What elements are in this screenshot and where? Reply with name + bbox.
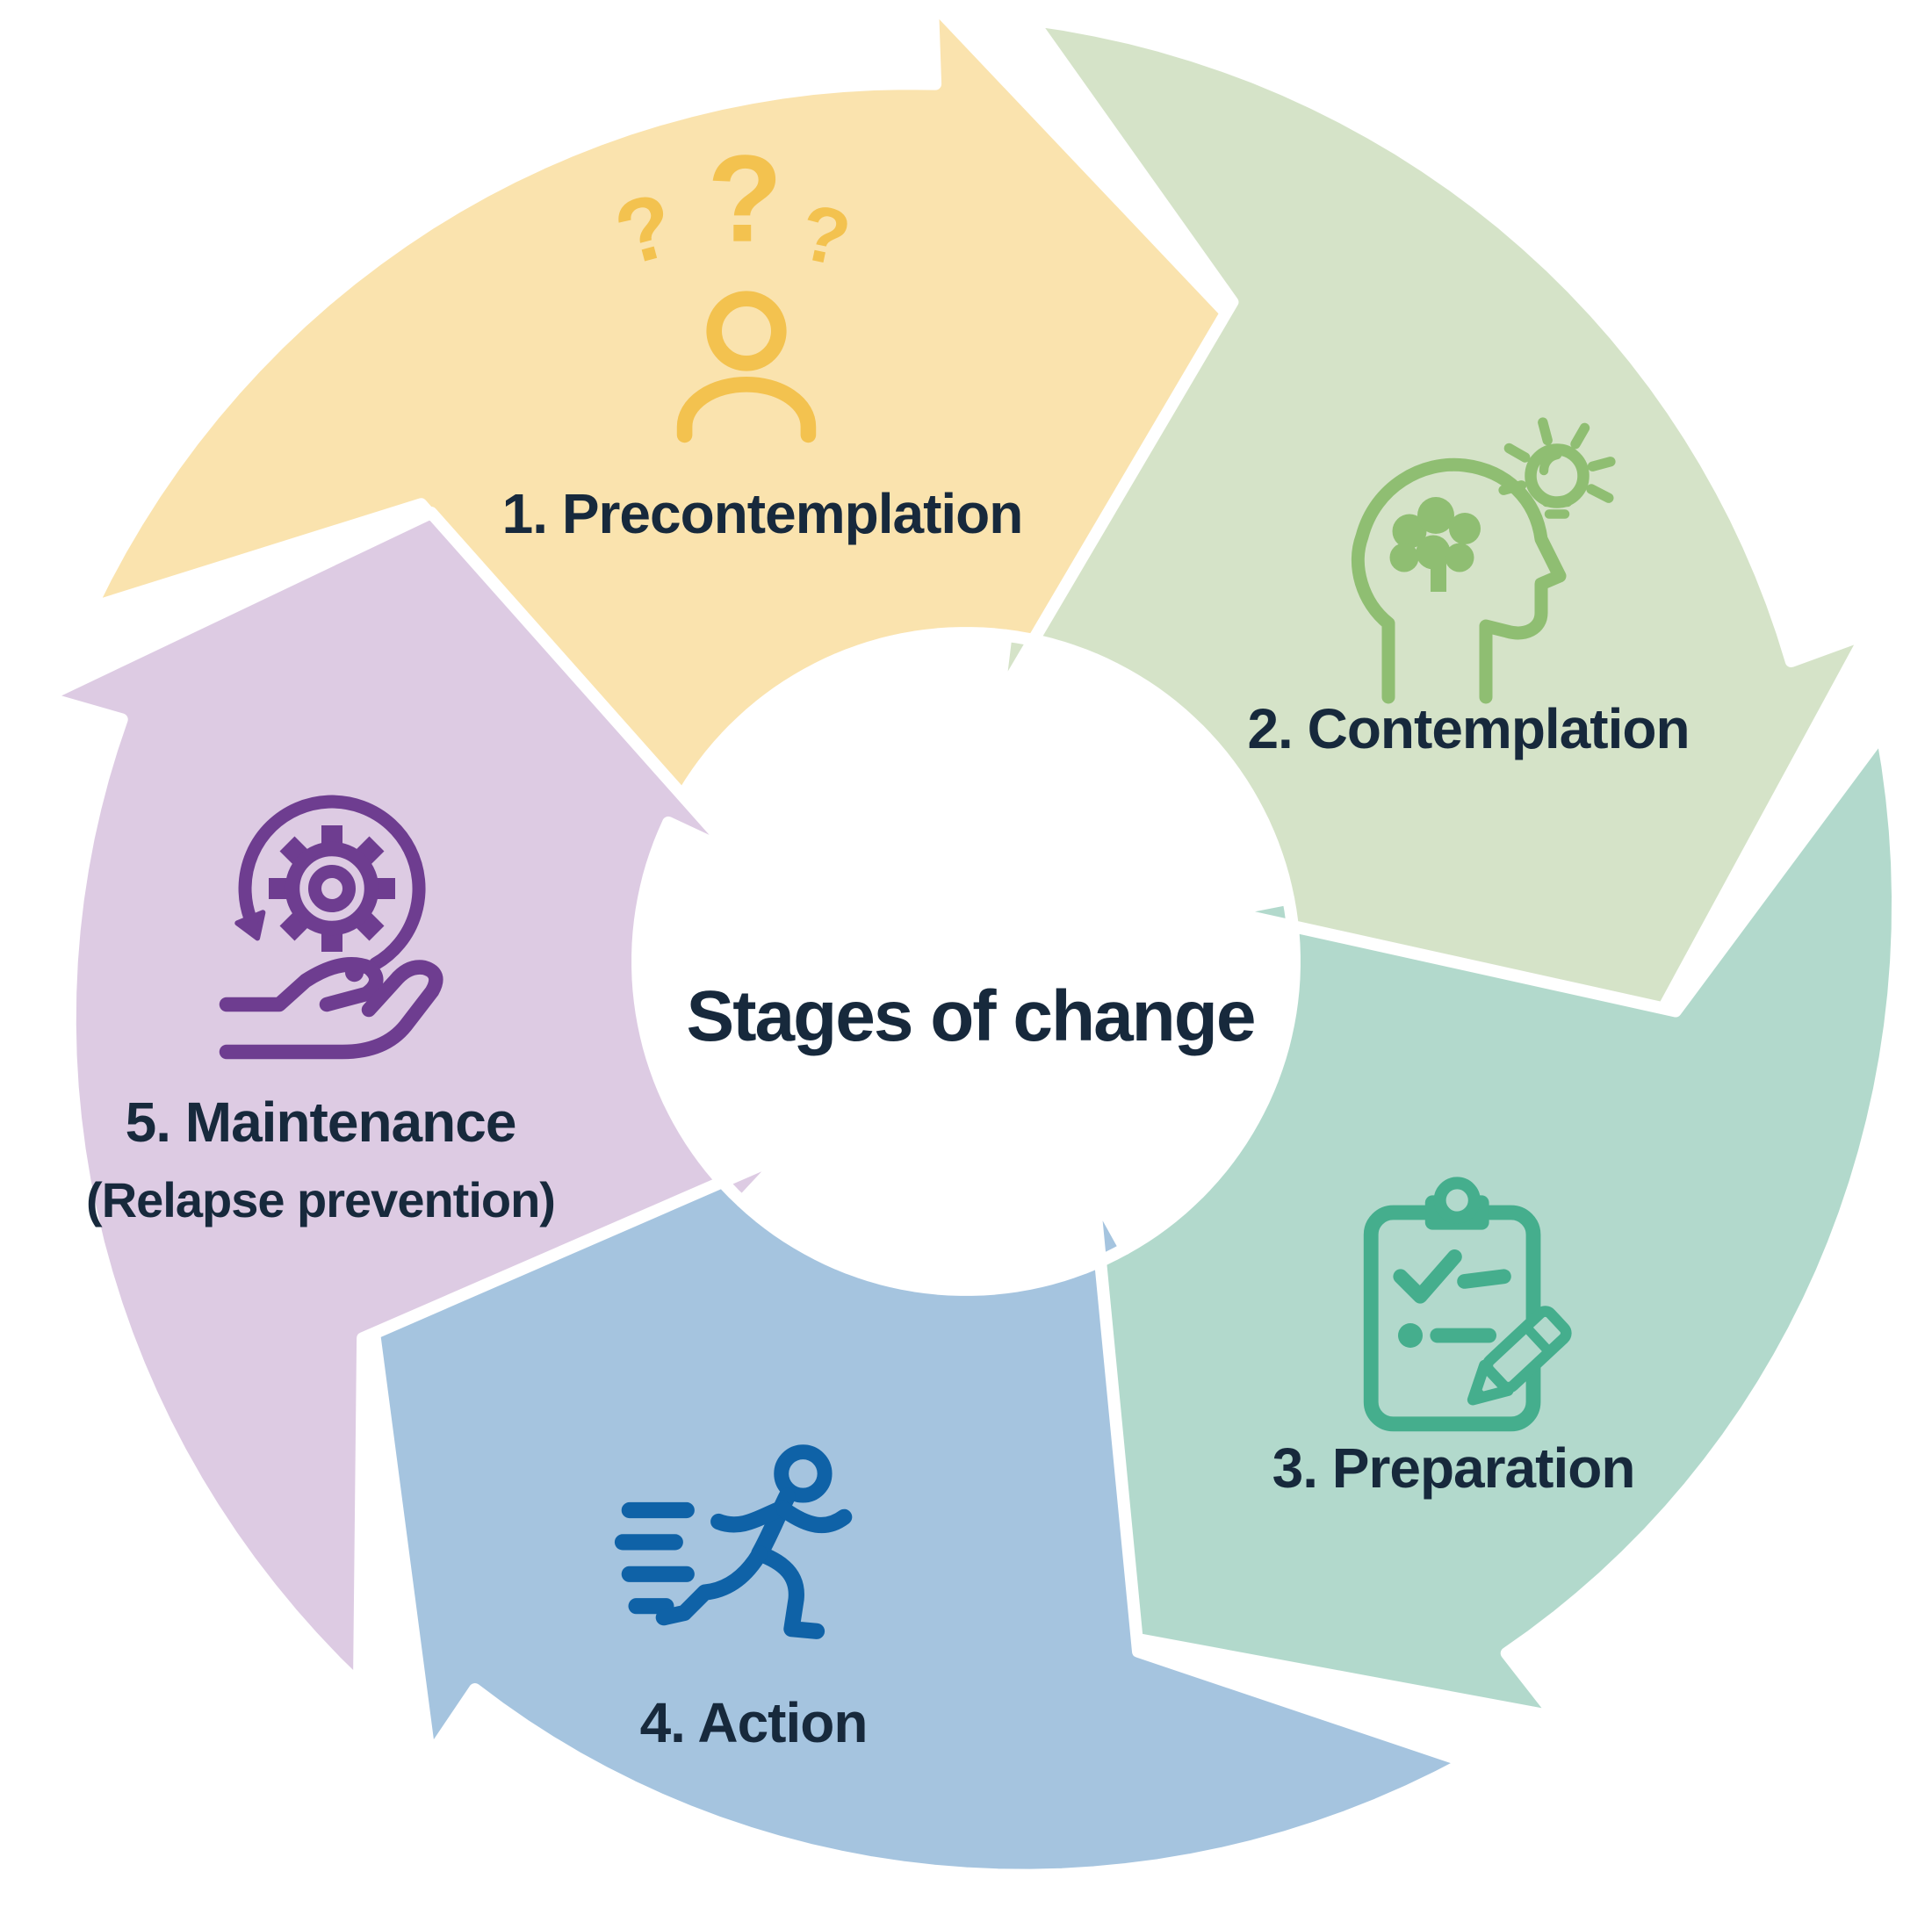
segment-maintenance [38,507,793,1691]
gear-shape [269,825,395,952]
clipboard-checklist-pencil-icon [1363,1177,1572,1432]
stage-label-contemplation: 2. Contemplation [1247,697,1689,760]
brain-shape [1389,497,1481,592]
running-person-icon [614,1444,853,1639]
segment-ring [38,0,1904,1882]
stage-label-action: 4. Action [640,1691,868,1754]
stage-sublabel-relapse-prevention: (Relapse prevention) [86,1172,555,1227]
hand-shape [219,957,443,1060]
segment-preparation [1084,726,1904,1724]
svg-text:?: ? [707,130,782,268]
stage-label-precontemplation: 1. Precontemplation [502,482,1023,545]
stage-label-preparation: 3. Preparation [1272,1436,1635,1500]
segment-action [367,1142,1473,1882]
head-brain-lightbulb-icon [1351,417,1616,704]
diagram-title: Stages of change [687,976,1255,1056]
lightbulb-shape [1498,417,1616,519]
segment-precontemplation [84,0,1234,857]
stage-label-maintenance: 5. Maintenance [126,1091,516,1154]
pencil-shape [1467,1306,1572,1406]
cycle-arrow-shape [234,795,426,983]
gear-hand-cycle-icon [219,795,443,1060]
